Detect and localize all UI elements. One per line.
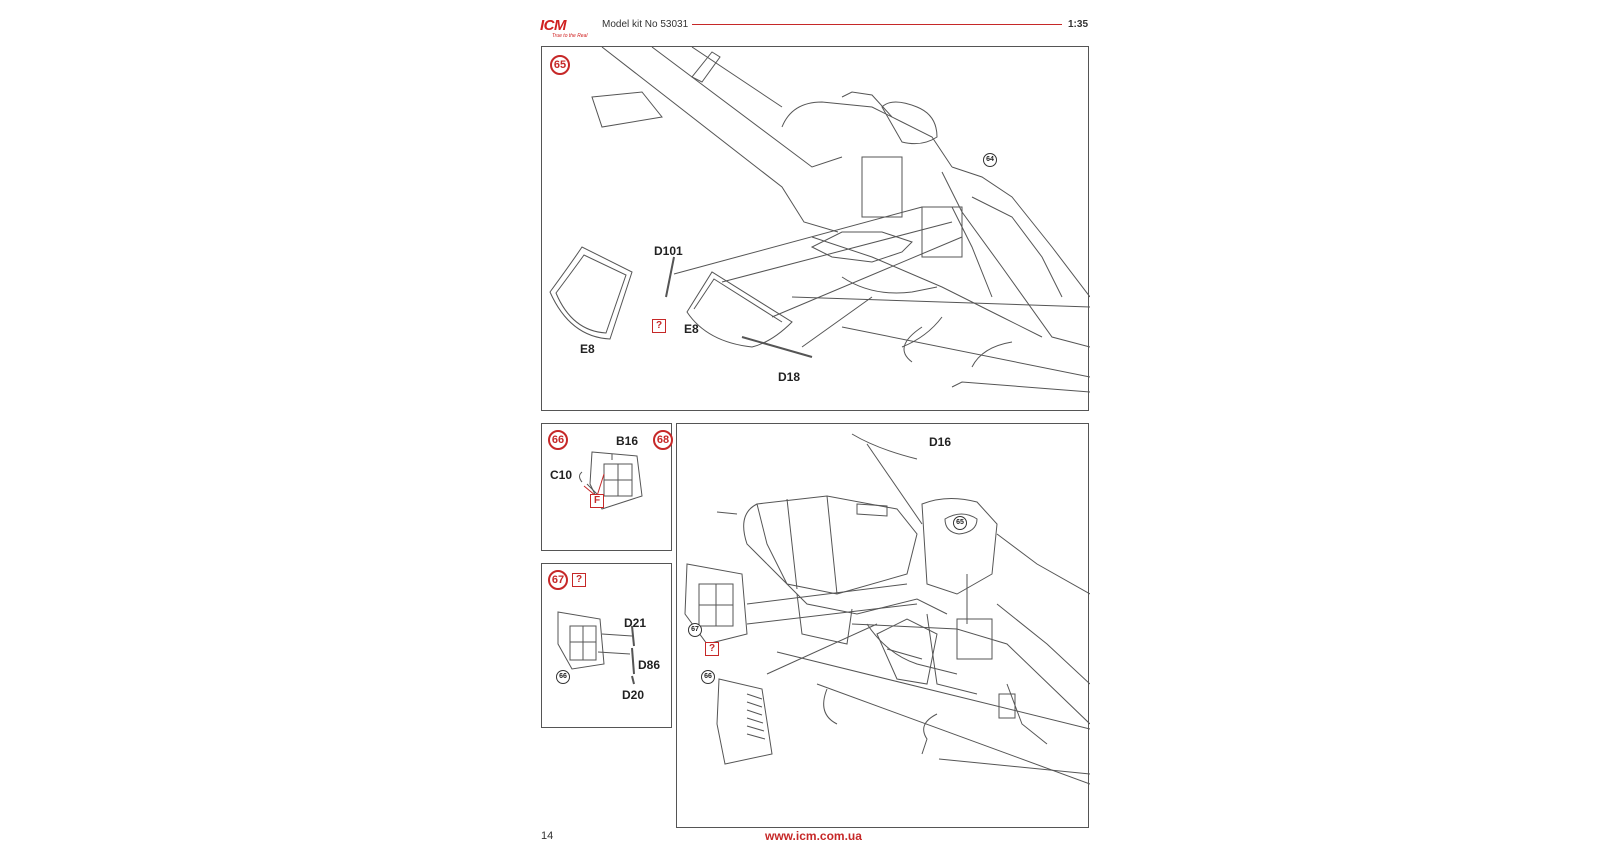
step-68-panel: 68 D16 65 67 ? 66 [653,423,1090,828]
step-65-panel: 65 64 ? D101 E8 E8 D18 [541,46,1090,411]
part-label-d20: D20 [622,688,645,702]
page-number: 14 [541,830,554,842]
part-label-e8-right: E8 [684,322,699,336]
step-68-question-box: ? [705,642,719,656]
step-65-question-box: ? [652,319,666,333]
step-67-panel: 67 ? 66 D21 D86 D20 [541,563,672,728]
part-label-d21: D21 [624,616,647,630]
step-65-number: 65 [550,55,570,75]
step-68-ref-66: 66 [701,670,715,684]
step-65-illustration [549,47,1090,393]
step-66-panel: 66 B16 C10 F [541,423,672,551]
scale-label: 1:35 [1068,19,1089,30]
website-link[interactable]: www.icm.com.ua [765,829,862,843]
step-68-ref-65: 65 [953,516,967,530]
step-68-ref-67: 67 [688,623,702,637]
icm-logo: ICM True to the Real [540,17,596,41]
step-68-number: 68 [653,430,673,450]
step-65-ref: 64 [983,153,997,167]
step-66-number: 66 [548,430,568,450]
part-label-c10: C10 [550,468,573,482]
step-66-f-box: F [590,494,604,508]
step-68-illustration [684,433,1090,785]
part-label-d101: D101 [654,244,683,258]
step-67-illustration [557,611,635,685]
step-67-ref: 66 [556,670,570,684]
part-label-b16: B16 [616,434,639,448]
logo-text: ICM [540,17,567,34]
step-67-question-box: ? [572,573,586,587]
part-label-d86: D86 [638,658,661,672]
header-divider [692,24,1062,25]
kit-title: Model kit No 53031 [602,19,689,30]
part-label-e8-left: E8 [580,342,595,356]
logo-tagline: True to the Real [552,33,588,39]
part-label-d18: D18 [778,370,801,384]
step-67-number: 67 [548,570,568,590]
part-label-d16: D16 [929,435,952,449]
